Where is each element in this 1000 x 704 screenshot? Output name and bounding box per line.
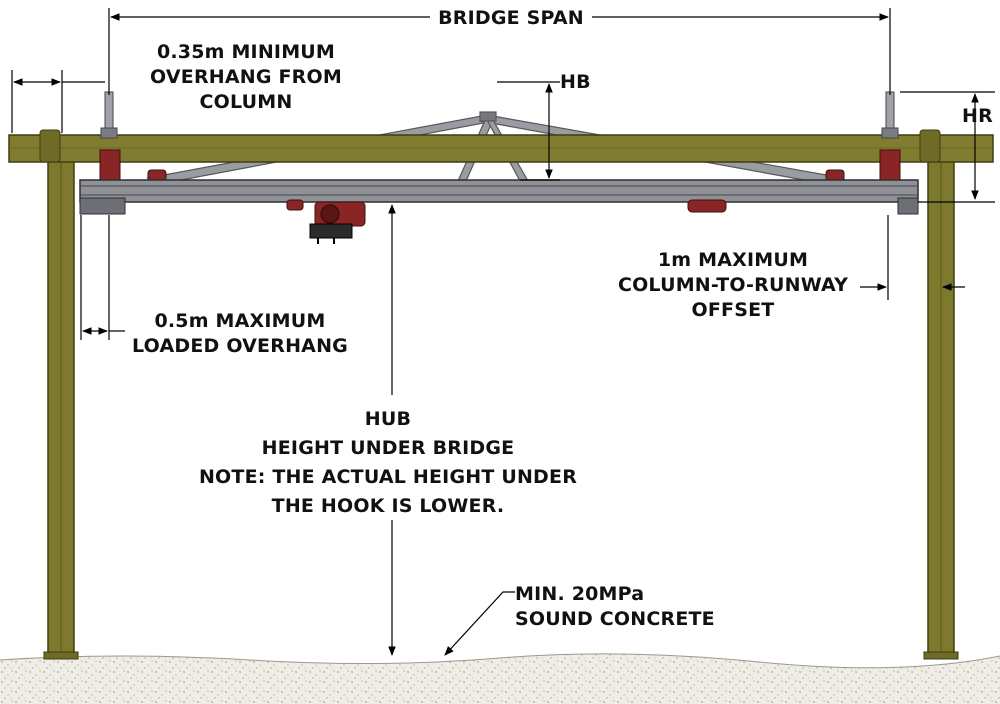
dim-min-overhang [11,70,105,133]
concrete-leader [444,591,515,656]
max-offset-label: 1m MAXIMUM COLUMN-TO-RUNWAY OFFSET [598,248,868,323]
end-truck-right [825,91,901,183]
concrete-line-2: SOUND CONCRETE [515,608,715,630]
max-offset-line-2: COLUMN-TO-RUNWAY [617,274,849,296]
loaded-overhang-line-1: 0.5m MAXIMUM [154,310,326,332]
concrete-line-1: MIN. 20MPa [515,583,645,605]
concrete-label: MIN. 20MPa SOUND CONCRETE [515,582,745,632]
hub-line-1: HUB [364,408,412,430]
loaded-overhang-line-2: LOADED OVERHANG [132,335,348,357]
trolley-hoist [286,199,727,244]
hb-label: HB [560,71,591,93]
dim-bridge-span [108,8,891,95]
left-column [43,159,79,660]
loaded-overhang-label: 0.5m MAXIMUM LOADED OVERHANG [108,309,372,359]
max-offset-line-3: OFFSET [691,299,775,321]
hub-line-3: NOTE: THE ACTUAL HEIGHT UNDER [198,466,578,488]
bridge-beam [79,179,919,215]
runway-beam [8,129,994,163]
min-overhang-line-2: OVERHANG FROM [150,66,342,88]
dim-hr [900,91,995,203]
hub-line-4: THE HOOK IS LOWER. [271,495,505,517]
hr-label: HR [962,105,993,127]
min-overhang-line-3: COLUMN [199,91,293,113]
bridge-span-label: BRIDGE SPAN [438,7,584,29]
hub-label: HUB HEIGHT UNDER BRIDGE NOTE: THE ACTUAL… [190,405,586,521]
min-overhang-label: 0.35m MINIMUM OVERHANG FROM COLUMN [118,40,374,115]
right-column [923,159,959,660]
max-offset-line-1: 1m MAXIMUM [657,249,809,271]
dim-column-offset [860,215,965,300]
dim-loaded-overhang [80,215,125,340]
dim-hb [497,81,560,181]
hub-line-2: HEIGHT UNDER BRIDGE [261,437,515,459]
min-overhang-line-1: 0.35m MINIMUM [156,41,336,63]
concrete-floor [0,653,1000,704]
